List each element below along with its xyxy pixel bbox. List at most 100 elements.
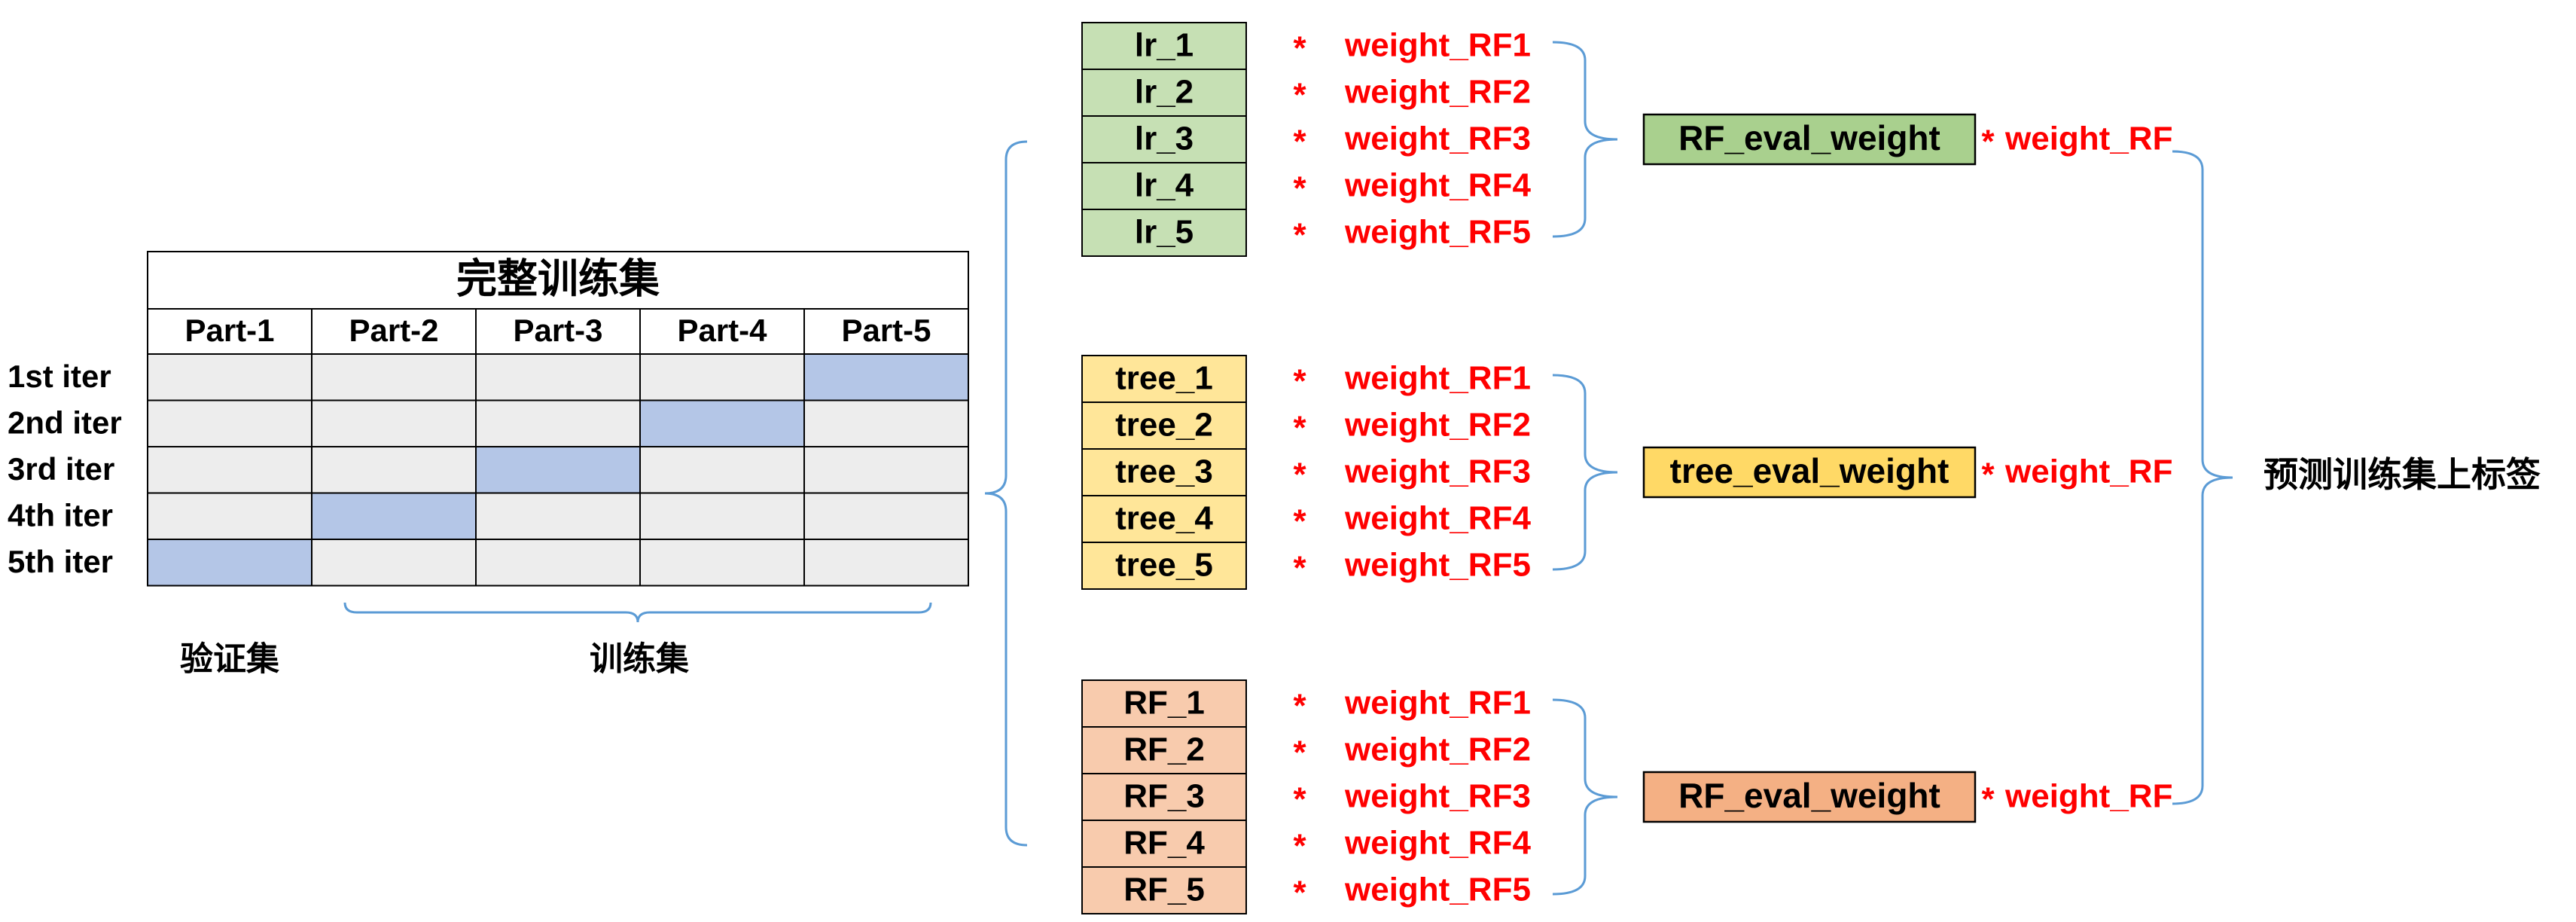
model-weight-label: weight_RF5 xyxy=(1344,547,1531,584)
base-model-label: lr_5 xyxy=(1135,214,1193,251)
base-model-box xyxy=(1081,401,1247,450)
eval-weight-label: RF_eval_weight xyxy=(1678,118,1940,157)
validation-fold-cell xyxy=(311,492,477,540)
multiply-symbol: * xyxy=(1293,217,1306,254)
multiply-symbol: * xyxy=(1293,503,1306,540)
multiply-symbol: * xyxy=(1981,456,1995,493)
weights-to-eval-brace xyxy=(1552,374,1618,571)
training-fold-cell xyxy=(311,353,477,401)
training-fold-cell xyxy=(475,539,641,587)
multiply-symbol: * xyxy=(1293,77,1306,114)
training-fold-cell xyxy=(147,446,312,494)
multiply-symbol: * xyxy=(1293,875,1306,911)
model-weight-label: weight_RF4 xyxy=(1344,825,1531,862)
base-model-label: tree_5 xyxy=(1115,547,1213,584)
training-fold-cell xyxy=(147,492,312,540)
base-model-box xyxy=(1081,69,1247,117)
eval-weight-label: tree_eval_weight xyxy=(1670,451,1950,490)
base-model-label: tree_1 xyxy=(1115,360,1213,397)
model-weight-label: weight_RF1 xyxy=(1344,27,1531,64)
model-weight-label: weight_RF2 xyxy=(1344,407,1531,444)
base-model-box xyxy=(1081,209,1247,257)
model-weight-label: weight_RF2 xyxy=(1344,731,1531,768)
base-model-label: tree_3 xyxy=(1115,453,1213,490)
eval-weight-label: RF_eval_weight xyxy=(1678,776,1940,815)
final-weight-label: weight_RF xyxy=(2004,453,2172,490)
final-weight-label: weight_RF xyxy=(2004,121,2172,157)
training-fold-cell xyxy=(639,539,805,587)
multiply-symbol: * xyxy=(1981,124,1995,160)
base-model-label: tree_2 xyxy=(1115,407,1213,444)
training-fold-cell xyxy=(475,492,641,540)
training-fold-cell xyxy=(803,399,969,447)
validation-fold-cell xyxy=(147,539,312,587)
multiply-symbol: * xyxy=(1293,363,1306,400)
base-model-label: lr_1 xyxy=(1135,27,1193,64)
multiply-symbol: * xyxy=(1293,124,1306,160)
model-weight-label: weight_RF5 xyxy=(1344,872,1531,908)
model-weight-label: weight_RF2 xyxy=(1344,74,1531,111)
validation-fold-cell xyxy=(639,399,805,447)
model-weight-label: weight_RF5 xyxy=(1344,214,1531,251)
model-weight-label: weight_RF1 xyxy=(1344,360,1531,397)
training-fold-cell xyxy=(311,446,477,494)
column-header-cell xyxy=(311,308,477,355)
training-fold-cell xyxy=(803,446,969,494)
training-fold-cell xyxy=(803,539,969,587)
training-set-label: 训练集 xyxy=(590,641,689,678)
training-fold-cell xyxy=(475,353,641,401)
eval-weight-box xyxy=(1642,113,1977,166)
base-model-label: RF_2 xyxy=(1123,731,1205,768)
base-model-box xyxy=(1081,773,1247,821)
eval-weight-box xyxy=(1642,446,1977,499)
validation-fold-cell xyxy=(475,446,641,494)
base-model-box xyxy=(1081,726,1247,774)
iteration-label: 2nd iter xyxy=(8,405,122,440)
column-header-cell xyxy=(147,308,312,355)
table-title: 完整训练集 xyxy=(456,256,660,301)
multiply-symbol: * xyxy=(1981,781,1995,818)
validation-set-label: 验证集 xyxy=(180,641,279,678)
base-model-label: lr_2 xyxy=(1135,74,1193,111)
model-weight-label: weight_RF3 xyxy=(1344,121,1531,157)
eval-weight-box xyxy=(1642,771,1977,823)
multiply-symbol: * xyxy=(1293,550,1306,587)
base-model-box xyxy=(1081,679,1247,728)
multiply-symbol: * xyxy=(1293,828,1306,865)
column-header: Part-4 xyxy=(677,313,767,348)
column-header: Part-5 xyxy=(841,313,931,348)
column-header: Part-1 xyxy=(184,313,274,348)
multiply-symbol: * xyxy=(1293,688,1306,725)
multiply-symbol: * xyxy=(1293,30,1306,67)
base-model-box xyxy=(1081,542,1247,590)
training-fold-cell xyxy=(803,492,969,540)
iteration-label: 3rd iter xyxy=(8,451,114,487)
model-weight-label: weight_RF1 xyxy=(1344,685,1531,722)
base-model-box xyxy=(1081,820,1247,868)
multiply-symbol: * xyxy=(1293,734,1306,771)
training-fold-cell xyxy=(311,539,477,587)
groups-to-output-brace xyxy=(2172,150,2233,805)
train-parts-brace xyxy=(343,602,932,623)
table-to-models-brace xyxy=(984,140,1028,847)
iteration-label: 5th iter xyxy=(8,544,113,579)
table-title-cell xyxy=(147,251,969,310)
base-model-label: RF_4 xyxy=(1123,825,1205,862)
weights-to-eval-brace xyxy=(1552,698,1618,896)
model-weight-label: weight_RF3 xyxy=(1344,778,1531,815)
iteration-label: 1st iter xyxy=(8,359,111,394)
model-weight-label: weight_RF3 xyxy=(1344,453,1531,490)
final-weight-label: weight_RF xyxy=(2004,778,2172,815)
base-model-box xyxy=(1081,866,1247,914)
weights-to-eval-brace xyxy=(1552,41,1618,238)
base-model-label: RF_1 xyxy=(1123,685,1205,722)
multiply-symbol: * xyxy=(1293,410,1306,447)
multiply-symbol: * xyxy=(1293,170,1306,207)
base-model-box xyxy=(1081,162,1247,210)
training-fold-cell xyxy=(639,353,805,401)
training-fold-cell xyxy=(147,353,312,401)
base-model-label: RF_3 xyxy=(1123,778,1205,815)
column-header: Part-3 xyxy=(513,313,602,348)
